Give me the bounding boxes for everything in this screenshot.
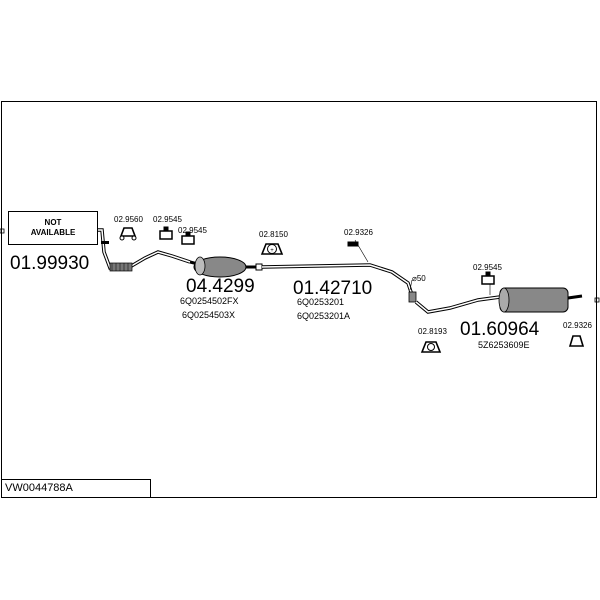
clamp-02-9545-a — [159, 226, 173, 240]
not-available-box: NOT AVAILABLE — [8, 211, 98, 245]
frame-marker-right — [594, 297, 600, 303]
frame-marker-left — [0, 228, 5, 234]
flex-joint — [109, 262, 133, 272]
oem-number: 6Q0253201A — [297, 311, 351, 321]
oem-number: 5Z6253609E — [478, 340, 530, 350]
accessory-label: 02.9560 — [114, 215, 143, 224]
clamp-02-9326-a — [347, 241, 359, 247]
part-number-front-pipe: 01.99930 — [10, 253, 90, 274]
oem-number: 6Q0253201 — [297, 297, 345, 307]
hanger-02-9560 — [119, 227, 137, 241]
svg-text:+: + — [270, 248, 274, 254]
catalytic-converter — [189, 256, 263, 278]
accessory-label: 02.9545 — [153, 215, 182, 224]
accessory-label: 02.9326 — [563, 321, 592, 330]
hanger-02-8150: + — [260, 243, 284, 255]
accessory-label: 02.8193 — [418, 327, 447, 336]
part-number-rear-silencer: 01.60964 — [460, 319, 540, 340]
hanger-02-8193 — [420, 341, 442, 353]
clamp-02-9545-b — [181, 231, 195, 245]
clamp-02-9545-c — [481, 271, 495, 285]
accessory-label: 02.9545 — [178, 226, 207, 235]
clamp-02-9326-b — [568, 335, 585, 347]
rear-silencer — [414, 287, 583, 314]
oem-number: 6Q0254502FX — [180, 296, 239, 306]
accessory-label: 02.9545 — [473, 263, 502, 272]
diameter-label: ⌀50 — [412, 274, 426, 283]
diagram-frame — [1, 101, 597, 498]
accessory-label: 02.9326 — [344, 228, 373, 237]
part-number-middle-pipe: 01.42710 — [293, 278, 373, 299]
oem-number: 6Q0254503X — [182, 310, 236, 320]
middle-pipe — [261, 263, 417, 303]
assembly-id: VW0044788A — [1, 479, 151, 498]
accessory-label: 02.8150 — [259, 230, 288, 239]
front-pipe — [98, 228, 191, 272]
part-number-catalytic: 04.4299 — [186, 276, 255, 297]
